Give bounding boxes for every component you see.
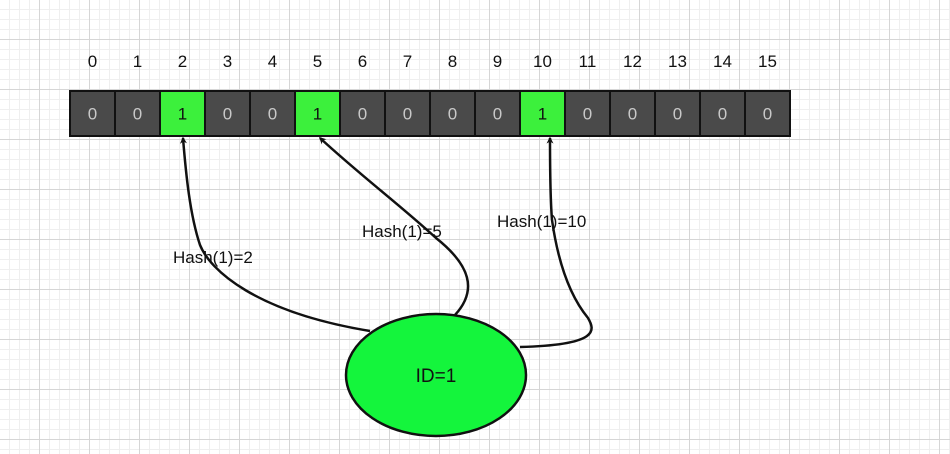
- bit-cell-box: [744, 90, 791, 137]
- bit-array: 0 0 1 0 0 1 0 0 0 0 1 0 0 0 0 0: [69, 90, 791, 137]
- bit-cell-box: [654, 90, 701, 137]
- bit-cell-value: 0: [673, 105, 682, 124]
- hash-arrow-5: [318, 137, 470, 316]
- bit-cell-box: [69, 90, 116, 137]
- bit-cell-box: [429, 90, 476, 137]
- bit-cell-value: 0: [358, 105, 367, 124]
- bit-index-label: 10: [533, 52, 552, 71]
- hash-arrow-10: [519, 136, 593, 349]
- bit-cell-set: 1: [159, 90, 206, 137]
- hash-arrows: [179, 136, 593, 349]
- bit-cell: 0: [744, 90, 791, 137]
- id-node-label: ID=1: [416, 366, 457, 387]
- bit-cell-box: [564, 90, 611, 137]
- bit-cell-box: [114, 90, 161, 137]
- bit-index-label: 2: [178, 52, 187, 71]
- bit-cell: 0: [384, 90, 431, 137]
- id-node: [344, 312, 528, 438]
- bit-cell: 0: [699, 90, 746, 137]
- bit-cell-box: [384, 90, 431, 137]
- bit-index-label: 6: [358, 52, 367, 71]
- bit-cell-value: 0: [718, 105, 727, 124]
- bit-cell-value: 1: [178, 105, 187, 124]
- bit-cell-box: [159, 90, 206, 137]
- bit-cell: 0: [654, 90, 701, 137]
- bit-cell-value: 0: [403, 105, 412, 124]
- bit-index-label: 7: [403, 52, 412, 71]
- bit-index-label: 5: [313, 52, 322, 71]
- bit-cell-value: 0: [583, 105, 592, 124]
- hash-label-10: Hash(1)=10: [497, 212, 586, 231]
- bit-cell-box: [339, 90, 386, 137]
- bit-index-label: 14: [713, 52, 732, 71]
- bit-index-label: 12: [623, 52, 642, 71]
- bit-cell-value: 0: [268, 105, 277, 124]
- bit-cell: 0: [249, 90, 296, 137]
- bit-index-label: 13: [668, 52, 687, 71]
- bit-cell: 0: [114, 90, 161, 137]
- bit-index-label: 15: [758, 52, 777, 71]
- bit-cell-value: 0: [223, 105, 232, 124]
- bit-cell: 0: [474, 90, 521, 137]
- bit-cell: 0: [609, 90, 656, 137]
- hash-label-2: Hash(1)=2: [173, 248, 253, 267]
- bit-index-label: 4: [268, 52, 277, 71]
- bit-cell: 0: [564, 90, 611, 137]
- bit-cell: 0: [69, 90, 116, 137]
- bit-cell-box: [249, 90, 296, 137]
- bit-cell-value: 0: [133, 105, 142, 124]
- bit-cell-value: 0: [763, 105, 772, 124]
- bit-cell-value: 1: [538, 105, 547, 124]
- bit-index-label: 0: [88, 52, 97, 71]
- bit-cell: 0: [204, 90, 251, 137]
- hash-label-5: Hash(1)=5: [362, 222, 442, 241]
- bit-cell: 0: [429, 90, 476, 137]
- bit-index-label: 1: [133, 52, 142, 71]
- bit-index-label: 3: [223, 52, 232, 71]
- bit-cell-value: 0: [448, 105, 457, 124]
- bit-cell-set: 1: [294, 90, 341, 137]
- bit-cell-value: 1: [313, 105, 322, 124]
- bit-index-label: 9: [493, 52, 502, 71]
- bit-cell-box: [609, 90, 656, 137]
- bit-cell-value: 0: [493, 105, 502, 124]
- bit-index-label: 11: [579, 52, 597, 71]
- bit-cell-value: 0: [88, 105, 97, 124]
- bit-cell-set: 1: [519, 90, 566, 137]
- bit-cell-value: 0: [628, 105, 637, 124]
- bit-cell-box: [474, 90, 521, 137]
- bit-index-label: 8: [448, 52, 457, 71]
- bit-cell: 0: [339, 90, 386, 137]
- hash-arrow-2: [179, 136, 371, 333]
